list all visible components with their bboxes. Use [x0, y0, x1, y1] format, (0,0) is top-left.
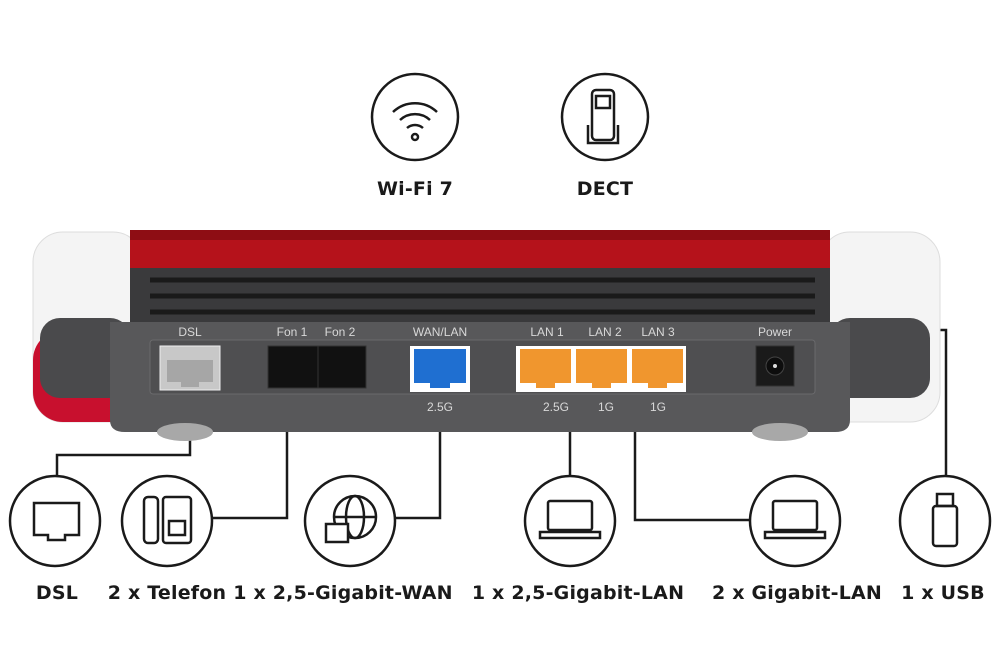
fon1-port [267, 345, 319, 389]
telephone-icon [120, 474, 214, 568]
router [32, 230, 941, 441]
port-label-lan3: LAN 3 [641, 325, 675, 339]
feature-label-dect: DECT [576, 178, 634, 200]
telefon-line [212, 418, 289, 520]
wifi-icon [370, 72, 460, 162]
connection-label-usb: 1 x USB [901, 582, 985, 604]
port-label-dsl: DSL [178, 325, 202, 339]
port-speed-lan3: 1G [649, 400, 667, 414]
port-label-lan1: LAN 1 [530, 325, 564, 339]
connection-label-dsl: DSL [35, 582, 79, 604]
port-label-fon1: Fon 1 [276, 325, 308, 339]
laptop-icon [523, 474, 617, 568]
connection-label-telefon: 2 x Telefon [107, 582, 227, 604]
dsl-port-icon [8, 474, 102, 568]
connection-label-lan25: 1 x 2,5-Gigabit-LAN [471, 582, 685, 604]
feature-label-wifi: Wi-Fi 7 [376, 178, 454, 200]
port-speed-wan: 2.5G [426, 400, 454, 414]
port-label-power: Power [757, 325, 793, 339]
connection-label-gigabit-lan: 2 x Gigabit-LAN [711, 582, 883, 604]
port-label-fon2: Fon 2 [324, 325, 356, 339]
dect-handset-icon [560, 72, 650, 162]
port-panel [149, 339, 816, 395]
lan1-port [520, 349, 571, 388]
usb-icon [898, 474, 992, 568]
lan3-port [632, 349, 683, 388]
wan-line [396, 415, 442, 520]
port-label-lan2: LAN 2 [588, 325, 622, 339]
port-speed-lan1: 2.5G [542, 400, 570, 414]
laptop-icon [748, 474, 842, 568]
port-label-wan: WAN/LAN [412, 325, 468, 339]
port-speed-lan2: 1G [597, 400, 615, 414]
globe-icon [303, 474, 397, 568]
lan2-port [576, 349, 627, 388]
connection-label-wan: 1 x 2,5-Gigabit-WAN [233, 582, 453, 604]
fon2-port [317, 345, 367, 389]
gigabit-lan-line [633, 418, 750, 522]
